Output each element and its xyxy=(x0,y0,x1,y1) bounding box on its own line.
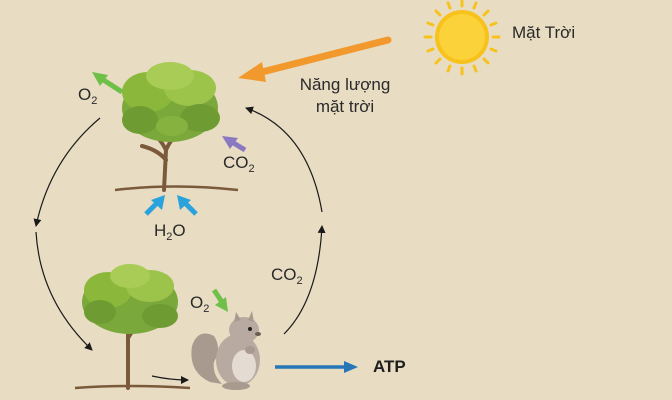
solar-energy-label-line1: Năng lượng xyxy=(299,75,391,94)
h2o-label: H2O xyxy=(154,222,186,243)
h2o-intake-arrows xyxy=(144,195,198,216)
squirrel-icon xyxy=(191,311,261,390)
o2-bottom-main: O xyxy=(190,293,204,312)
co2-out-sub: 2 xyxy=(296,275,303,287)
o2-bottom-label: O2 xyxy=(190,294,209,315)
o2-bottom-sub: 2 xyxy=(203,303,210,315)
solar-energy-label: Năng lượng mặt trời xyxy=(290,74,400,118)
large-tree-icon xyxy=(114,62,239,192)
co2-intake-arrow xyxy=(222,136,247,153)
solar-energy-arrow xyxy=(238,36,392,82)
h2o-sub: 2 xyxy=(166,231,173,243)
h2o-main-h: H xyxy=(154,221,167,240)
o2-to-squirrel-arrow xyxy=(211,288,228,312)
atp-arrow xyxy=(275,361,358,373)
co2-in-main: CO xyxy=(223,153,249,172)
sun-icon xyxy=(423,0,501,76)
co2-intake-label: CO2 xyxy=(223,154,255,175)
atp-label: ATP xyxy=(373,357,406,376)
co2-release-label: CO2 xyxy=(271,266,303,287)
o2-top-label: O2 xyxy=(78,86,97,107)
h2o-main-o: O xyxy=(172,221,186,240)
o2-top-main: O xyxy=(78,85,92,104)
cycle-arrows xyxy=(33,106,326,384)
co2-in-sub: 2 xyxy=(248,163,255,175)
o2-top-sub: 2 xyxy=(91,95,98,107)
co2-out-main: CO xyxy=(271,265,297,284)
solar-energy-label-line2: mặt trời xyxy=(315,97,375,116)
o2-release-arrow xyxy=(92,72,124,95)
small-tree-icon xyxy=(74,264,191,390)
sun-label: Mặt Trời xyxy=(512,23,576,42)
